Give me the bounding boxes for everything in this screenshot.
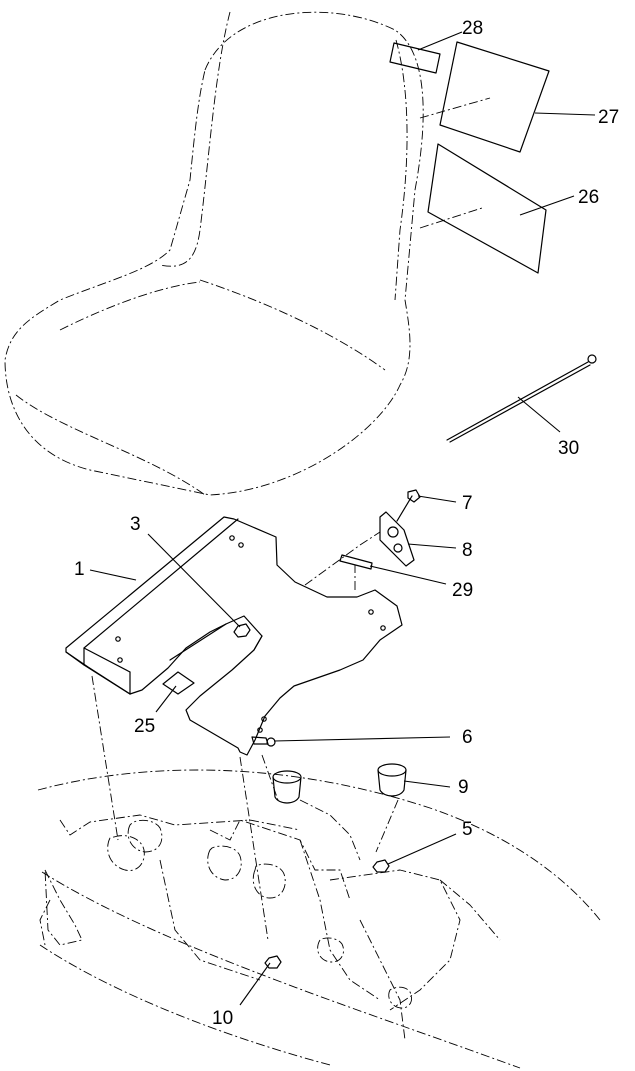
- frame-outline: [37, 769, 601, 1069]
- callout-8: 8: [462, 540, 473, 561]
- callout-26: 26: [578, 187, 599, 208]
- callout-28: 28: [462, 18, 483, 39]
- callout-3: 3: [130, 514, 141, 535]
- callout-10: 10: [212, 1008, 233, 1029]
- callout-5: 5: [462, 819, 473, 840]
- callout-6: 6: [462, 727, 473, 748]
- decal-25: [162, 671, 195, 695]
- callout-25: 25: [134, 716, 155, 737]
- bracket-8: [379, 511, 415, 567]
- callout-1: 1: [74, 559, 85, 580]
- seat-plate-1: [65, 516, 403, 756]
- decal-26: [419, 143, 547, 274]
- cable-tie-30: [446, 354, 597, 443]
- bumper-9-right: [377, 763, 407, 797]
- callout-30: 30: [558, 438, 579, 459]
- leader-lines: [89, 31, 596, 1006]
- bumper-9-left: [272, 770, 302, 804]
- phantom-link-29: [304, 531, 381, 586]
- clip-29: [339, 554, 373, 570]
- nut-5: [372, 859, 390, 873]
- nut-10: [264, 955, 282, 969]
- bolt-7: [396, 489, 421, 522]
- nut-3: [233, 623, 251, 638]
- seat-outline: [4, 11, 424, 496]
- callout-7: 7: [462, 493, 473, 514]
- decal-28: [389, 42, 441, 74]
- callout-9: 9: [458, 777, 469, 798]
- decal-27: [419, 41, 550, 153]
- bolt-6: [251, 736, 276, 747]
- callout-27: 27: [598, 107, 619, 128]
- phantom-mount-lines: [91, 675, 399, 941]
- callout-29: 29: [452, 580, 473, 601]
